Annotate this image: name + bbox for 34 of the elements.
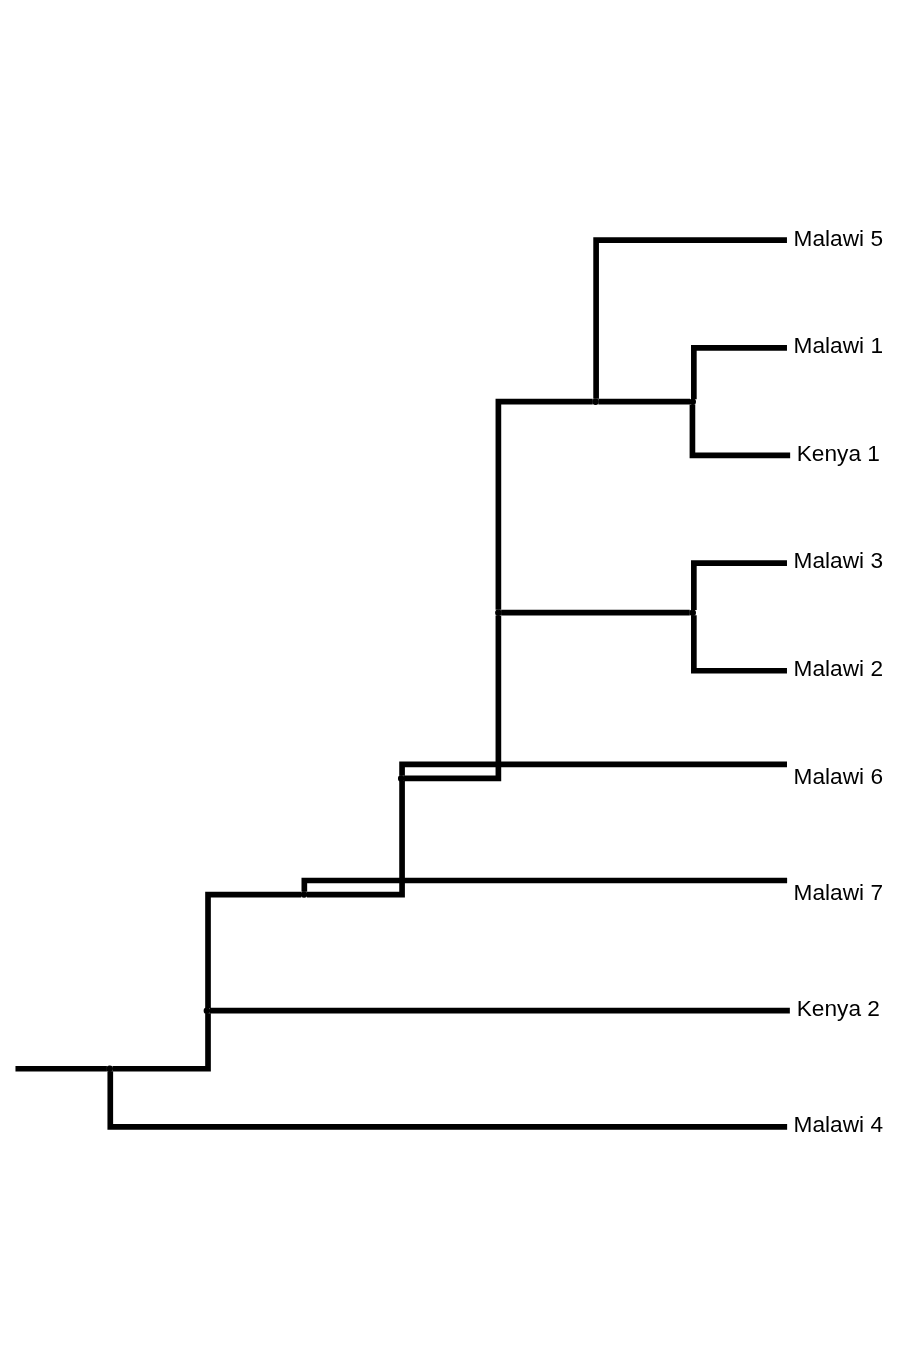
connector (209, 1007, 790, 1014)
node-point (689, 609, 696, 616)
node-text: Malawi 2 (793, 655, 884, 682)
connector (691, 344, 787, 400)
node-point (203, 1007, 211, 1014)
node-text: Malawi 4 (793, 1111, 884, 1138)
connector (495, 398, 593, 610)
connector (399, 761, 787, 776)
connector (501, 609, 690, 616)
node-text: Malawi 7 (793, 878, 884, 905)
node-text: Kenya 2 (796, 995, 880, 1022)
node-point (689, 398, 696, 405)
connector (205, 891, 302, 1009)
node-text: Malawi 6 (793, 762, 884, 789)
connector (689, 404, 791, 459)
connector (15, 1065, 107, 1072)
connector (301, 877, 788, 892)
node-text: Malawi 3 (793, 547, 884, 574)
connector (306, 780, 405, 898)
node-point (300, 891, 308, 898)
node-point (495, 609, 502, 616)
node-point (106, 1065, 113, 1073)
connector (691, 615, 787, 674)
node-text: Kenya 1 (796, 439, 880, 466)
connector (593, 237, 787, 399)
connector (404, 615, 502, 782)
node-text: Malawi 1 (793, 332, 884, 359)
connector (598, 398, 691, 405)
node-point (592, 398, 599, 405)
connector (691, 560, 787, 610)
node-text: Malawi 5 (793, 224, 884, 251)
node-point (397, 775, 405, 782)
connector (107, 1071, 788, 1130)
connector (112, 1013, 211, 1072)
